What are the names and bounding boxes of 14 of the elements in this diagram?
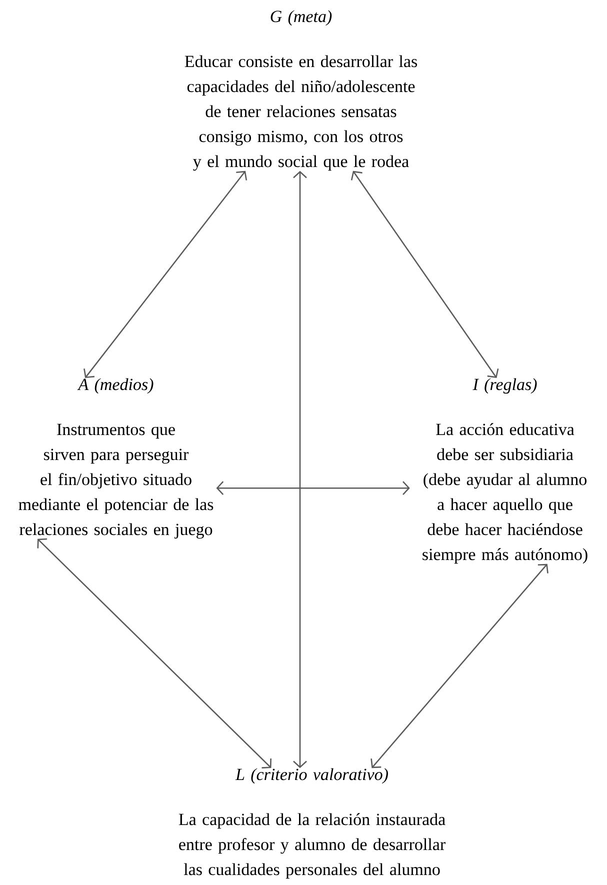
double-arrow — [293, 170, 307, 768]
node-text: La acción educativa debe ser subsidiaria (debe ayudar al alumno a hacer aquello que debe hacer haciéndose siempre más autónomo) — [422, 423, 588, 564]
node-heading: I (reglas) — [472, 378, 537, 394]
node-text: La capacidad de la relación instaurada entre profesor y alumno de desarrollar las cualidades personales del alumno — [178, 813, 446, 879]
double-arrow — [37, 538, 272, 768]
node-heading: A (medios) — [77, 378, 154, 394]
double-arrow — [370, 564, 548, 768]
double-arrow — [84, 170, 248, 378]
node-text: Educar consiste en desarrollar las capacidades del niño/adolescente de tener relaciones sensatas consigo mismo, con los otros y el mundo social que le rodea — [184, 55, 418, 171]
node-heading: G (meta) — [270, 10, 332, 26]
node-text: Instrumentos que sirven para perseguir el fin/objetivo situado mediante el potenciar de las relaciones sociales en juego — [18, 424, 214, 539]
node-heading: L (criterio valorativo) — [235, 768, 388, 784]
double-arrow — [350, 170, 499, 378]
double-arrow — [216, 481, 410, 496]
